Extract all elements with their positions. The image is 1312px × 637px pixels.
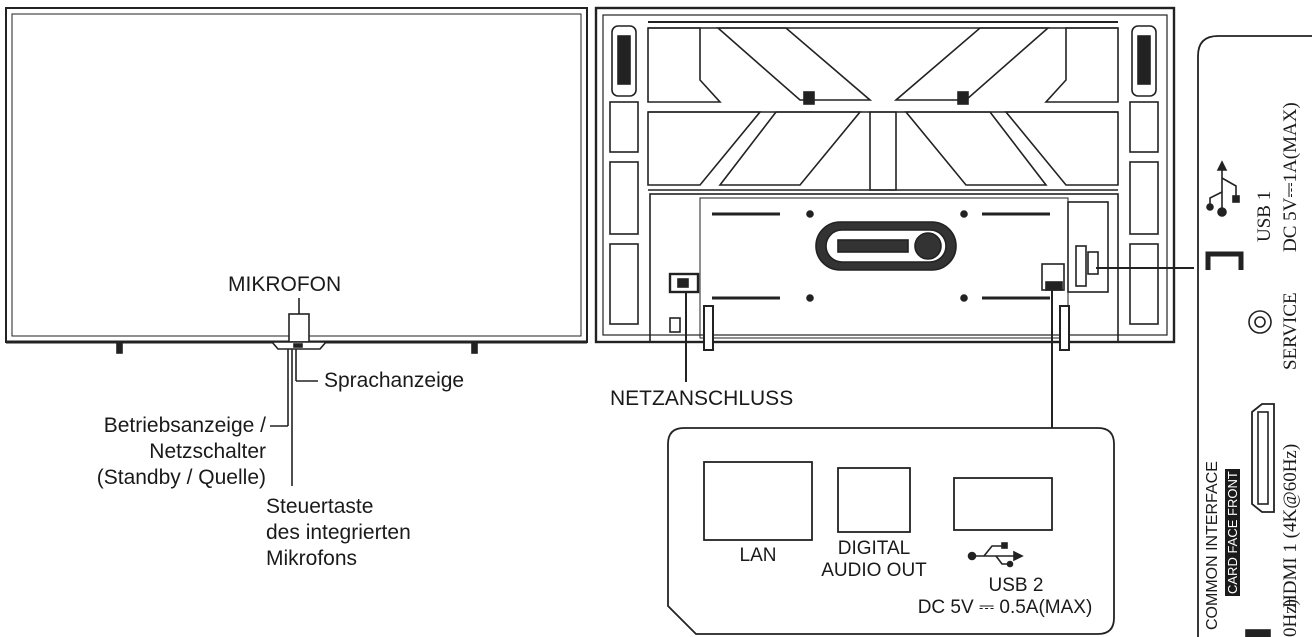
netzschalter-label: Netzschalter bbox=[149, 440, 266, 463]
rear-tv-illustration bbox=[594, 6, 1176, 351]
side-port-panel bbox=[1197, 35, 1312, 637]
bottom-port-panel bbox=[667, 427, 1115, 635]
steuertaste-label-line2: des integrierten bbox=[266, 521, 411, 544]
usb2-label: USB 2 bbox=[988, 575, 1044, 596]
sprachanzeige-label: Sprachanzeige bbox=[324, 369, 465, 392]
usb1-symbol-icon bbox=[1206, 160, 1240, 217]
mikrofon-label: MIKROFON bbox=[228, 273, 342, 296]
digital-audio-label: DIGITAL bbox=[837, 538, 911, 559]
card-face-front-label: CARD FACE FRONT bbox=[1225, 469, 1240, 596]
lan-port-label: LAN bbox=[739, 545, 777, 566]
steuertaste-label-line3: Mikrofons bbox=[266, 547, 358, 570]
audio-out-label: AUDIO OUT bbox=[821, 560, 927, 581]
hdmi1-label: HDMI 1 (4K@60Hz) bbox=[1280, 443, 1301, 608]
usb1-power-label: DC 5V⎓1A(MAX) bbox=[1280, 102, 1301, 252]
betriebsanzeige-label: Betriebsanzeige / bbox=[103, 414, 266, 437]
standby-quelle-label: (Standby / Quelle) bbox=[96, 466, 266, 489]
hdmi-partial-label: 0Hz) bbox=[1280, 599, 1301, 637]
service-label: SERVICE bbox=[1280, 292, 1301, 370]
netzanschluss-label: NETZANSCHLUSS bbox=[610, 387, 794, 410]
steuertaste-label: Steuertaste bbox=[266, 495, 374, 518]
front-tv-illustration bbox=[5, 7, 588, 486]
usb2-symbol-icon bbox=[967, 542, 1024, 568]
usb1-label: USB 1 bbox=[1254, 190, 1275, 242]
common-interface-label: COMMON INTERFACE bbox=[1204, 461, 1221, 630]
usb2-power-label: DC 5V ⎓ 0.5A(MAX) bbox=[917, 597, 1093, 618]
